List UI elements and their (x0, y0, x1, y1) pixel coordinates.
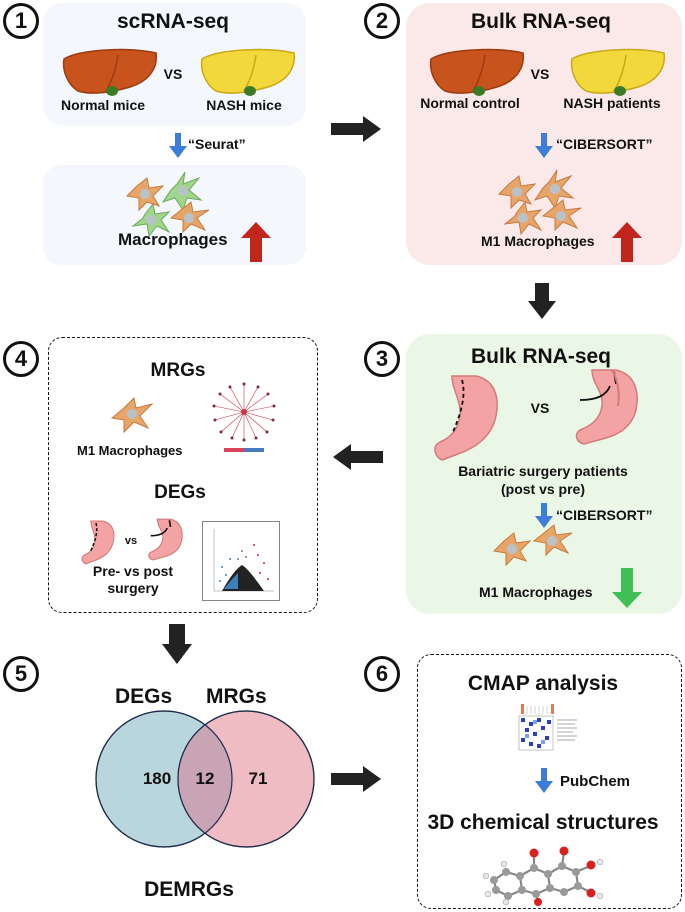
step-number-1: 1 (3, 3, 39, 39)
panel-3-down-arrow-icon (535, 503, 553, 528)
panel-4-degs-title: DEGs (154, 482, 206, 503)
step-number-4: 4 (3, 341, 39, 377)
panel-3-down-trend-icon (612, 568, 642, 608)
flow-arrow-3-to-4 (333, 444, 383, 470)
venn-diagram (95, 710, 315, 848)
panel-3-vs: VS (530, 400, 550, 416)
molecule-3d-icon (482, 846, 604, 906)
panel-6-down-arrow-icon (535, 768, 553, 793)
panel-4-vs: vs (124, 535, 138, 547)
panel-4-macrophage-icon (110, 396, 154, 434)
venn-set-a-label: DEGs (115, 685, 173, 708)
panel-2-macrophages-icon (497, 169, 582, 236)
panel-1-result: Macrophages (118, 230, 228, 249)
flow-arrow-2-to-3 (528, 283, 556, 319)
panel-2-down-arrow-icon (535, 133, 553, 158)
panel-1-macrophages-icon (125, 171, 210, 238)
step-number-6: 6 (364, 656, 400, 692)
panel-3-macrophages-icon (492, 524, 573, 567)
panel-1-title: scRNA-seq (116, 10, 230, 33)
panel-3-method: “CIBERSORT” (556, 507, 653, 523)
venn-overlap-count: 12 (195, 769, 215, 788)
panel-6-tool: PubChem (560, 773, 631, 790)
step-number-5: 5 (3, 656, 39, 692)
stomach-pre-icon (434, 375, 498, 461)
panel-4-comparison-line1: Pre- vs post (92, 563, 174, 579)
flow-arrow-4-to-5 (162, 624, 192, 664)
panel-2-title: Bulk RNA-seq (470, 10, 612, 33)
panel-3-title: Bulk RNA-seq (470, 345, 612, 368)
liver-normal-control-icon (429, 48, 525, 96)
venn-only-a-count: 180 (142, 769, 172, 788)
panel-3-subject-line1: Bariatric surgery patients (458, 463, 628, 479)
panel-1-vs: VS (163, 66, 183, 82)
panel-1-down-arrow-icon (169, 133, 187, 158)
panel-4-box (48, 337, 318, 613)
panel-4-comparison-line2: surgery (107, 580, 159, 596)
cmap-heatmap-icon (518, 704, 577, 751)
panel-2-method: “CIBERSORT” (556, 136, 653, 152)
liver-nash-icon (200, 48, 296, 96)
panel-6-title: CMAP analysis (467, 672, 619, 695)
panel-4-cell-label: M1 Macrophages (77, 443, 183, 458)
panel-1-right-label: NASH mice (206, 97, 282, 113)
panel-1-method: “Seurat” (188, 136, 246, 152)
panel-3-subject-line2: (post vs pre) (500, 481, 586, 497)
panel-4-stomach-pre-icon (81, 520, 115, 565)
panel-4-stomach-post-icon (148, 518, 183, 561)
venn-only-b-count: 71 (248, 769, 268, 788)
panel-4-mrgs-title: MRGs (150, 360, 206, 381)
panel-6-box (417, 654, 682, 909)
panel-2-left-label: Normal control (420, 95, 520, 111)
liver-normal-icon (62, 48, 158, 96)
panel-3-result: M1 Macrophages (479, 584, 593, 600)
panel-2-up-arrow-icon (612, 222, 642, 262)
panel-2-right-label: NASH patients (563, 95, 661, 111)
venn-caption: DEMRGs (144, 878, 234, 901)
panel-1-up-arrow-icon (241, 222, 271, 262)
liver-nash-patients-icon (570, 48, 666, 96)
volcano-plot-icon (202, 521, 280, 601)
step-number-2: 2 (364, 3, 400, 39)
panel-2-result: M1 Macrophages (481, 233, 595, 249)
gene-network-icon (212, 382, 276, 452)
stomach-post-icon (575, 369, 638, 445)
venn-set-b-label: MRGs (206, 685, 267, 708)
flow-arrow-1-to-2 (331, 116, 381, 142)
panel-6-result: 3D chemical structures (427, 811, 659, 834)
panel-1-left-label: Normal mice (60, 97, 146, 113)
flow-arrow-5-to-6 (331, 766, 381, 792)
panel-2-vs: VS (530, 66, 550, 82)
step-number-3: 3 (364, 341, 400, 377)
